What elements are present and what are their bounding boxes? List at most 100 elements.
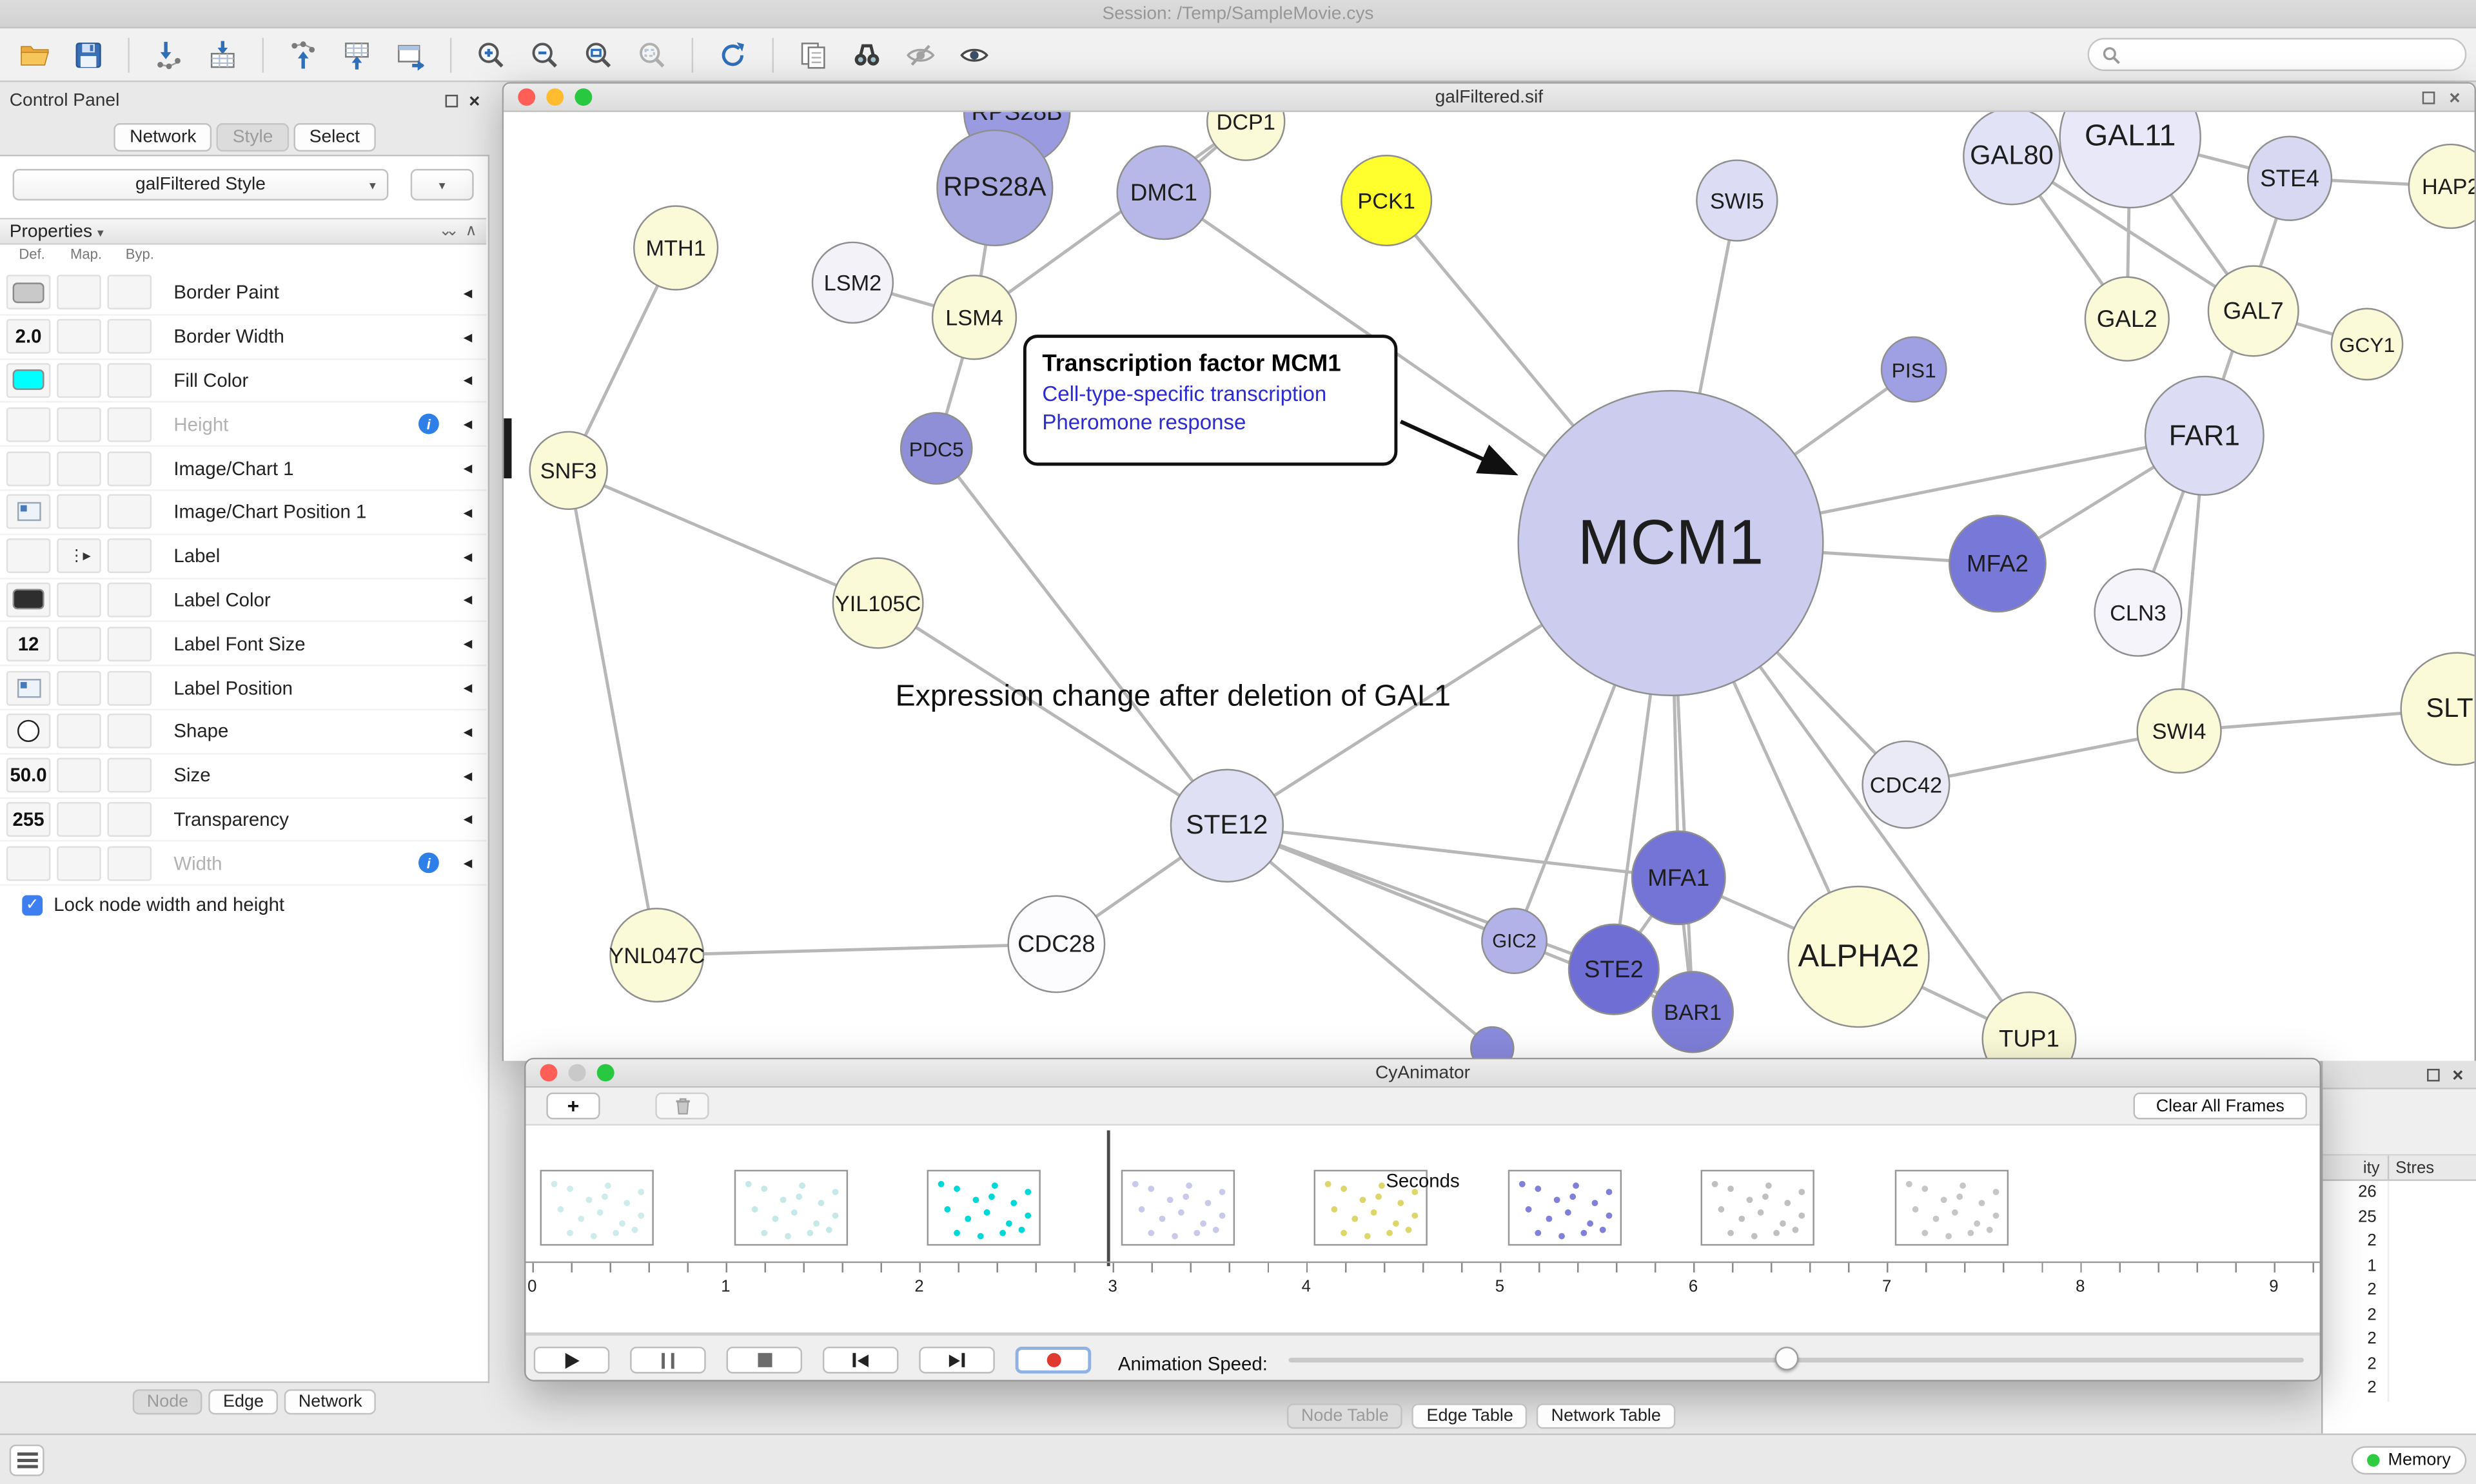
memory-button[interactable]: Memory bbox=[2352, 1446, 2467, 1475]
node-style-tab[interactable]: Node bbox=[132, 1389, 203, 1415]
network-node[interactable]: PDC5 bbox=[899, 412, 973, 485]
style-options-dropdown[interactable]: ▾ bbox=[410, 169, 474, 201]
mapping-cell[interactable] bbox=[57, 451, 101, 486]
add-frame-button[interactable]: + bbox=[546, 1092, 600, 1120]
network-node[interactable]: HAP2 bbox=[2408, 143, 2475, 229]
expand-left-icon[interactable]: ◂ bbox=[463, 635, 473, 654]
results-row[interactable]: 2 bbox=[2323, 1303, 2476, 1328]
export-image-button[interactable] bbox=[388, 32, 433, 77]
previous-frame-button[interactable] bbox=[822, 1346, 899, 1374]
mapping-cell[interactable] bbox=[57, 670, 101, 705]
bypass-cell[interactable] bbox=[107, 407, 152, 442]
record-button[interactable] bbox=[1015, 1346, 1092, 1374]
expand-left-icon[interactable]: ◂ bbox=[463, 810, 473, 830]
properties-header[interactable]: Properties ▾ ⌄⌄∧ bbox=[0, 217, 487, 245]
expand-left-icon[interactable]: ◂ bbox=[463, 371, 473, 391]
expand-left-icon[interactable]: ◂ bbox=[463, 854, 473, 874]
mapping-cell[interactable] bbox=[57, 582, 101, 618]
network-node[interactable]: ALPHA2 bbox=[1787, 885, 1930, 1028]
network-node[interactable]: PCK1 bbox=[1341, 155, 1433, 247]
results-col-2[interactable]: Stres bbox=[2395, 1158, 2435, 1178]
tab-select[interactable]: Select bbox=[293, 123, 376, 152]
network-node[interactable]: MCM1 bbox=[1517, 389, 1824, 697]
property-row-height[interactable]: Height i ◂ bbox=[0, 403, 487, 447]
property-row-shape[interactable]: Shape ◂ bbox=[0, 710, 487, 755]
network-node[interactable]: CLN3 bbox=[2094, 568, 2183, 657]
clear-all-frames-button[interactable]: Clear All Frames bbox=[2133, 1092, 2307, 1120]
network-node[interactable]: MFA1 bbox=[1631, 830, 1726, 926]
default-cell[interactable] bbox=[6, 494, 51, 530]
network-node[interactable]: STE2 bbox=[1567, 923, 1660, 1015]
pause-button[interactable] bbox=[630, 1346, 706, 1374]
mapping-cell[interactable] bbox=[57, 801, 101, 837]
playhead[interactable] bbox=[1106, 1130, 1110, 1267]
panel-list-button[interactable] bbox=[9, 1444, 44, 1476]
bypass-cell[interactable] bbox=[107, 626, 152, 661]
expand-left-icon[interactable]: ◂ bbox=[463, 327, 473, 347]
bypass-cell[interactable] bbox=[107, 801, 152, 837]
play-button[interactable] bbox=[533, 1346, 610, 1374]
stop-button[interactable] bbox=[726, 1346, 803, 1374]
property-row-label-color[interactable]: Label Color ◂ bbox=[0, 579, 487, 623]
import-network-file-button[interactable] bbox=[147, 32, 192, 77]
bypass-cell[interactable] bbox=[107, 451, 152, 486]
search-input[interactable] bbox=[2128, 44, 2453, 64]
expand-up-icon[interactable]: ∧ bbox=[465, 222, 477, 240]
find-button[interactable] bbox=[845, 32, 889, 77]
default-cell[interactable] bbox=[6, 538, 51, 574]
mapping-cell[interactable] bbox=[57, 363, 101, 398]
property-row-image-chart-position[interactable]: Image/Chart Position 1 ◂ bbox=[0, 491, 487, 535]
network-node[interactable]: GAL80 bbox=[1963, 112, 2061, 206]
zoom-fit-button[interactable] bbox=[576, 32, 621, 77]
network-node[interactable]: SWI4 bbox=[2136, 688, 2222, 774]
bypass-cell[interactable] bbox=[107, 363, 152, 398]
results-row[interactable]: 1 bbox=[2323, 1254, 2476, 1279]
results-col-1[interactable]: ity bbox=[2323, 1155, 2390, 1180]
default-cell[interactable]: 12 bbox=[6, 626, 51, 661]
style-selector-dropdown[interactable]: galFiltered Style ▾ bbox=[12, 169, 389, 201]
network-node[interactable]: LSM2 bbox=[811, 241, 894, 324]
default-cell[interactable]: 255 bbox=[6, 801, 51, 837]
speed-slider-thumb[interactable] bbox=[1774, 1346, 1799, 1371]
default-cell[interactable] bbox=[6, 407, 51, 442]
results-row[interactable]: 2 bbox=[2323, 1229, 2476, 1255]
property-row-label[interactable]: ⋮▸ Label ◂ bbox=[0, 535, 487, 579]
bypass-cell[interactable] bbox=[107, 494, 152, 530]
zoom-selected-button[interactable] bbox=[630, 32, 674, 77]
mcm1-annotation-box[interactable]: Transcription factor MCM1 Cell-type-spec… bbox=[1023, 335, 1398, 466]
zoom-traffic-light[interactable] bbox=[575, 88, 593, 106]
delete-frame-button[interactable] bbox=[655, 1092, 709, 1120]
network-node[interactable]: MFA2 bbox=[1949, 514, 2047, 613]
export-table-button[interactable] bbox=[335, 32, 379, 77]
expand-left-icon[interactable]: ◂ bbox=[463, 766, 473, 786]
expand-left-icon[interactable]: ◂ bbox=[463, 459, 473, 479]
expand-left-icon[interactable]: ◂ bbox=[463, 415, 473, 435]
results-row[interactable]: 25 bbox=[2323, 1205, 2476, 1230]
border-paint-swatch[interactable] bbox=[12, 282, 44, 303]
refresh-view-button[interactable] bbox=[711, 32, 755, 77]
mapping-cell[interactable] bbox=[57, 494, 101, 530]
network-node[interactable]: RPS28A bbox=[936, 129, 1054, 247]
network-node[interactable]: YIL105C bbox=[832, 557, 924, 649]
default-cell[interactable]: 2.0 bbox=[6, 319, 51, 355]
network-node[interactable]: SWI5 bbox=[1696, 159, 1778, 242]
minimize-traffic-light[interactable] bbox=[568, 1064, 586, 1082]
mapping-cell[interactable] bbox=[57, 714, 101, 749]
default-cell[interactable]: 50.0 bbox=[6, 757, 51, 793]
property-row-border-width[interactable]: 2.0 Border Width ◂ bbox=[0, 315, 487, 360]
expand-left-icon[interactable]: ◂ bbox=[463, 679, 473, 698]
expand-left-icon[interactable]: ◂ bbox=[463, 591, 473, 610]
bypass-cell[interactable] bbox=[107, 757, 152, 793]
network-node[interactable]: YNL047C bbox=[609, 908, 705, 1003]
network-node[interactable]: LSM4 bbox=[931, 275, 1017, 360]
default-cell[interactable] bbox=[6, 363, 51, 398]
tab-network[interactable]: Network bbox=[113, 123, 212, 152]
tab-style[interactable]: Style bbox=[217, 123, 289, 152]
frame-thumbnail[interactable] bbox=[1894, 1169, 2009, 1246]
fill-color-swatch[interactable] bbox=[12, 370, 44, 391]
save-session-button[interactable] bbox=[66, 32, 111, 77]
property-row-size[interactable]: 50.0 Size ◂ bbox=[0, 754, 487, 799]
network-node[interactable]: BAR1 bbox=[1651, 971, 1734, 1053]
import-table-file-button[interactable] bbox=[201, 32, 245, 77]
bypass-cell[interactable] bbox=[107, 538, 152, 574]
